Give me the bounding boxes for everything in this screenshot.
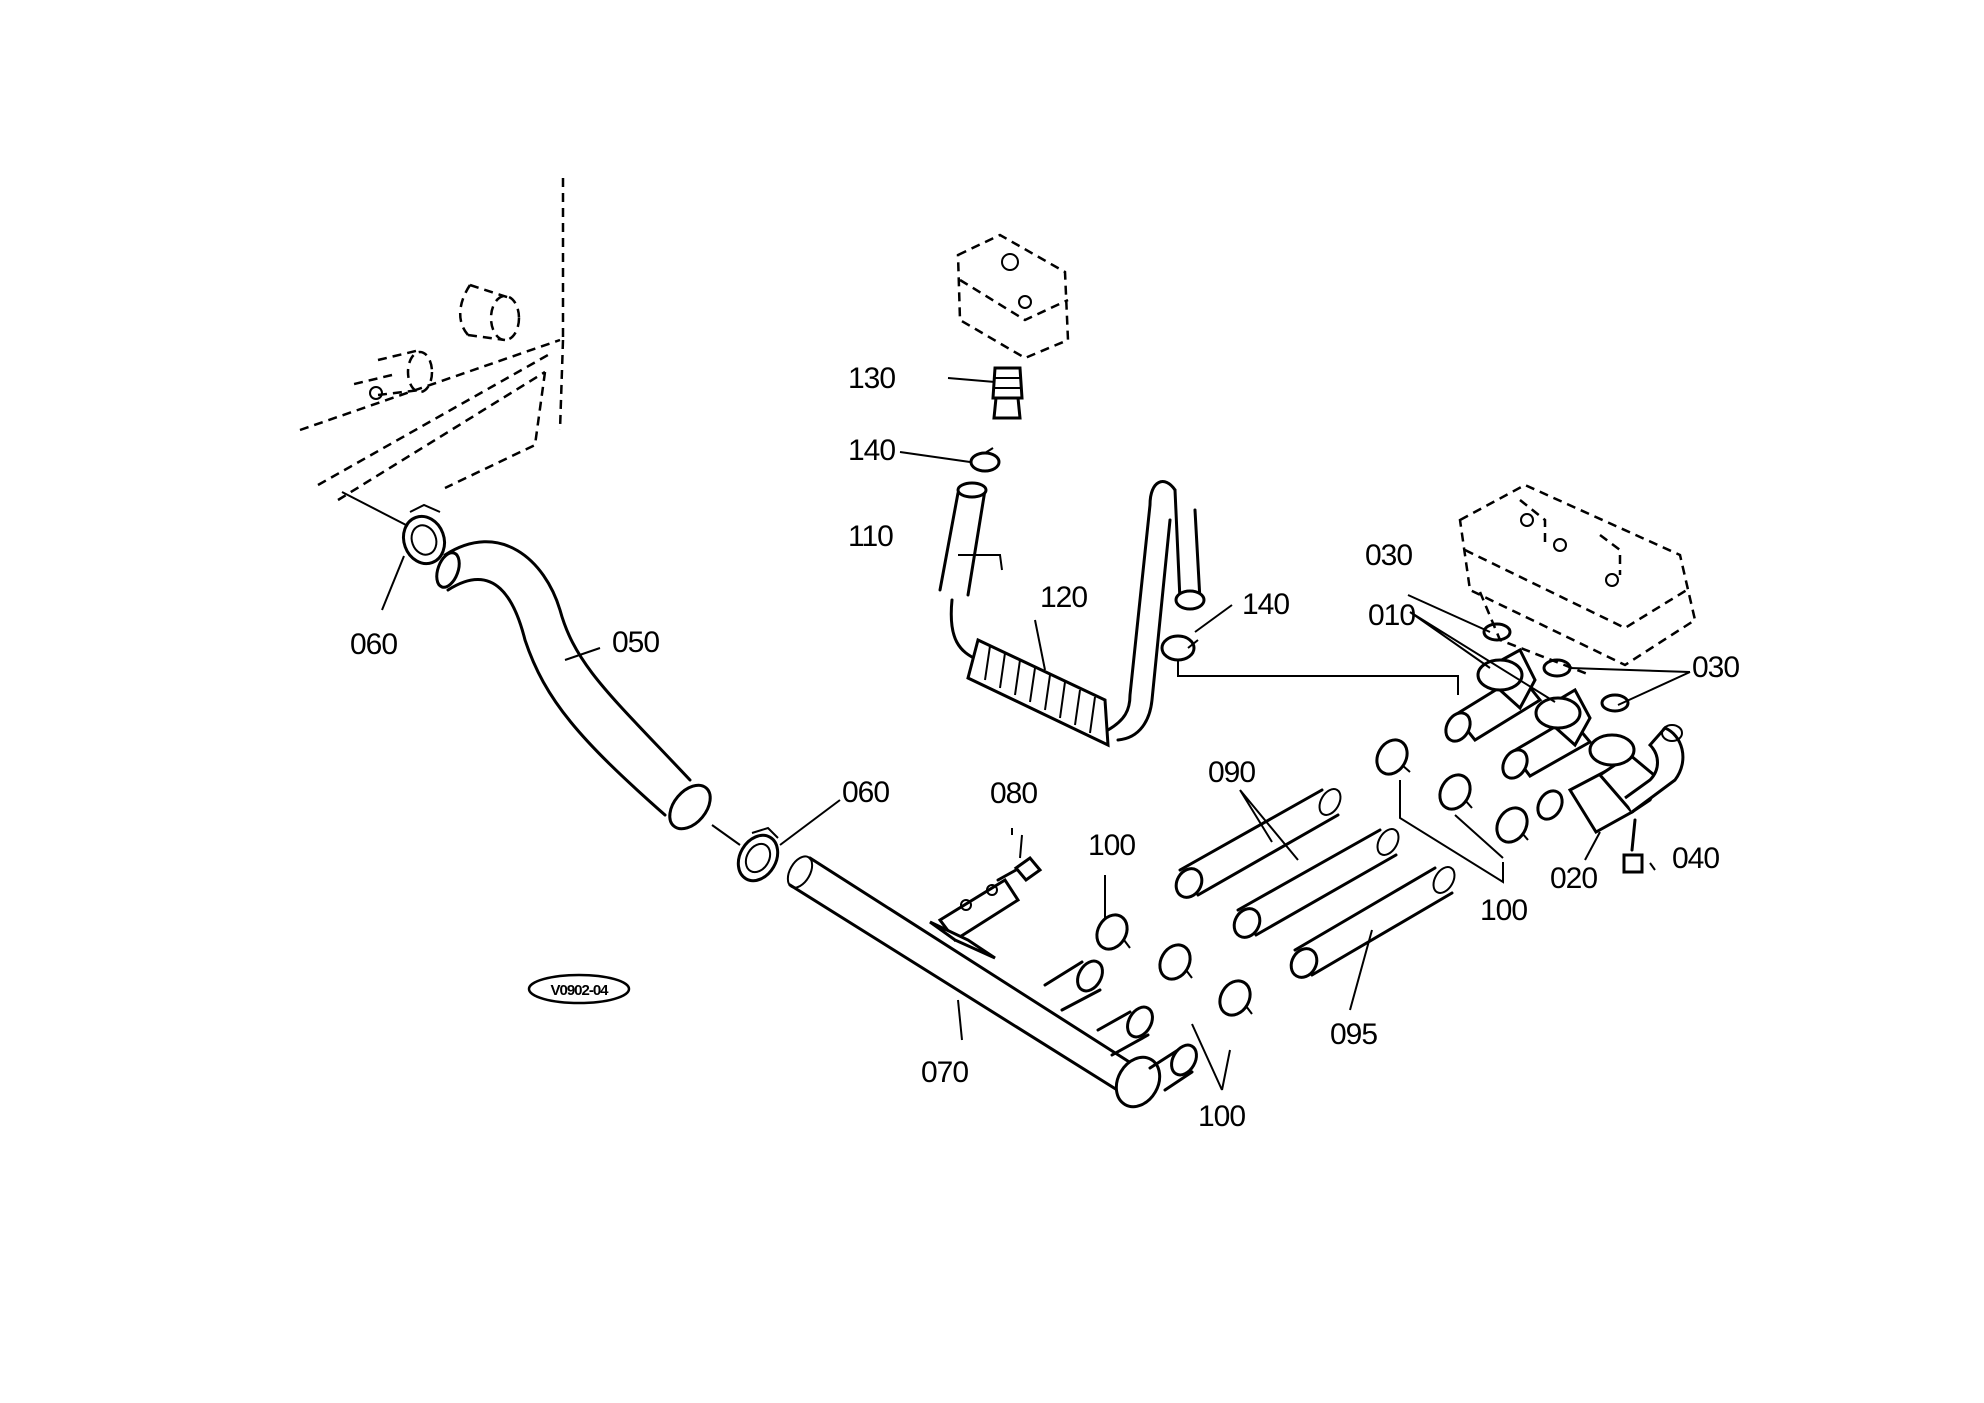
callout-130: 130 bbox=[848, 362, 895, 395]
callout-120: 120 bbox=[1040, 581, 1087, 614]
callout-100-right: 100 bbox=[1480, 894, 1527, 927]
valve-block bbox=[956, 233, 1070, 360]
callout-060-lower: 060 bbox=[842, 776, 889, 809]
elbow-020 bbox=[1536, 724, 1685, 835]
callout-060-upper: 060 bbox=[350, 628, 397, 661]
callout-labels: 060 050 060 080 070 100 090 095 100 100 … bbox=[350, 362, 1740, 1133]
elbow-010-b bbox=[1501, 687, 1593, 780]
hose-090-b bbox=[1232, 828, 1400, 939]
callout-100-bottom: 100 bbox=[1198, 1100, 1245, 1133]
hose-110 bbox=[938, 481, 988, 597]
callout-110: 110 bbox=[848, 520, 893, 553]
callout-140-lower: 140 bbox=[1242, 588, 1289, 621]
elbow-010-a bbox=[1444, 647, 1543, 743]
hose-050 bbox=[435, 540, 712, 831]
bolt-080 bbox=[996, 834, 1043, 883]
callout-095: 095 bbox=[1330, 1018, 1377, 1051]
callout-050: 050 bbox=[612, 626, 659, 659]
callout-100-left: 100 bbox=[1088, 829, 1135, 862]
clamps-100-upper bbox=[1375, 738, 1529, 884]
hose-120 bbox=[949, 480, 1206, 748]
hose-090-a bbox=[1174, 788, 1342, 899]
clamp-060-lower bbox=[711, 824, 780, 883]
callout-030-right: 030 bbox=[1692, 651, 1739, 684]
callout-140-upper: 140 bbox=[848, 434, 895, 467]
callout-010: 010 bbox=[1368, 599, 1415, 632]
pipe-070 bbox=[786, 855, 1198, 1109]
reference-code: V0902-04 bbox=[550, 982, 609, 999]
clamp-060-upper bbox=[341, 491, 447, 566]
engine-outline bbox=[299, 178, 565, 502]
leader-lines bbox=[381, 377, 1691, 1091]
callout-080: 080 bbox=[990, 777, 1037, 810]
callout-020: 020 bbox=[1550, 862, 1597, 895]
bolt-040 bbox=[1622, 818, 1644, 874]
clamps-100-lower bbox=[1095, 913, 1253, 1017]
callout-090: 090 bbox=[1208, 756, 1255, 789]
clamp-140-upper bbox=[969, 447, 1001, 473]
clamp-140-lower bbox=[1160, 634, 1459, 695]
o-rings-030 bbox=[1482, 622, 1630, 713]
callout-070: 070 bbox=[921, 1056, 968, 1089]
reference-code-badge: V0902-04 bbox=[527, 973, 631, 1005]
callout-030-upper: 030 bbox=[1365, 539, 1412, 572]
hydraulic-pump bbox=[1458, 483, 1697, 677]
fitting-130 bbox=[991, 366, 1024, 420]
callout-040: 040 bbox=[1672, 842, 1719, 875]
hose-095 bbox=[1289, 866, 1456, 979]
